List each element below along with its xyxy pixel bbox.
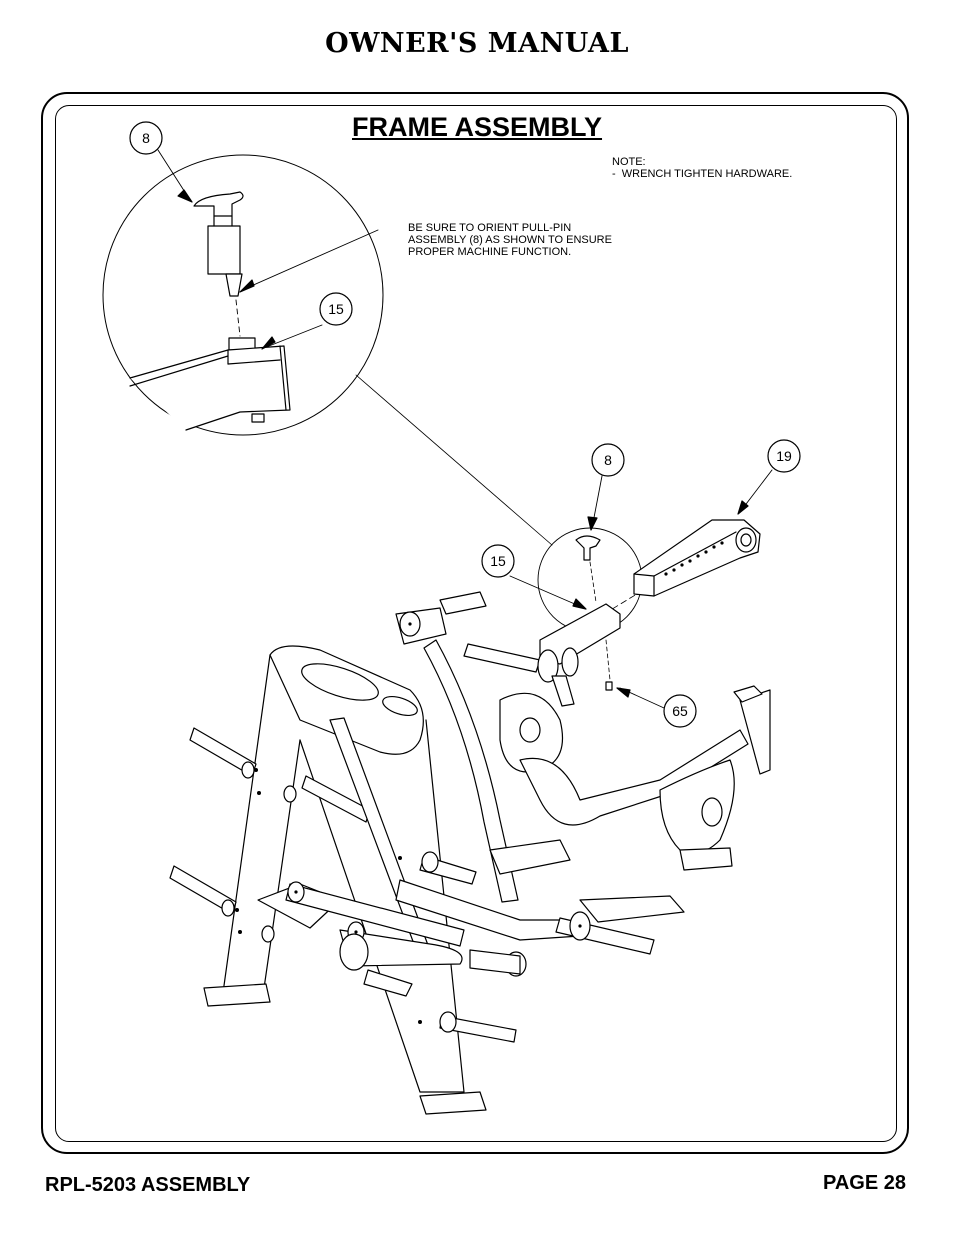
outer-frame (41, 92, 909, 1154)
callout-line-1: BE SURE TO ORIENT PULL-PIN (408, 222, 572, 234)
page-number: PAGE 28 (823, 1172, 906, 1194)
note-block: NOTE: - WRENCH TIGHTEN HARDWARE. (612, 156, 792, 180)
orientation-callout: BE SURE TO ORIENT PULL-PIN ASSEMBLY (8) … (408, 222, 612, 258)
note-line: - WRENCH TIGHTEN HARDWARE. (612, 168, 793, 180)
bubble-65 (663, 694, 697, 728)
model-label: RPL-5203 ASSEMBLY (45, 1174, 251, 1196)
frame-fasteners (235, 622, 582, 1024)
bubble-8-main (591, 443, 625, 477)
bubble-65-label: 65 (672, 703, 688, 719)
bubble-15-main-label: 15 (490, 553, 506, 569)
machine-frame (169, 591, 771, 1115)
bubble-15-detail (319, 292, 353, 326)
bubble-19-label: 19 (776, 448, 792, 464)
inner-frame (55, 105, 897, 1142)
bubble-15-main (481, 544, 515, 578)
bubble-8-main-label: 8 (604, 452, 612, 468)
bubble-19 (767, 439, 801, 473)
callout-line-2: ASSEMBLY (8) AS SHOWN TO ENSURE (408, 234, 612, 246)
bubble-8-detail-label: 8 (142, 130, 150, 146)
manual-title: OWNER'S MANUAL (325, 28, 629, 59)
adjustment-tube (633, 519, 761, 597)
bubble-8-detail (129, 121, 163, 155)
section-title: FRAME ASSEMBLY (352, 112, 603, 142)
callout-line-3: PROPER MACHINE FUNCTION. (408, 246, 572, 258)
note-heading: NOTE: (612, 156, 646, 168)
detail-view (102, 149, 553, 546)
bubble-15-detail-label: 15 (328, 301, 344, 317)
